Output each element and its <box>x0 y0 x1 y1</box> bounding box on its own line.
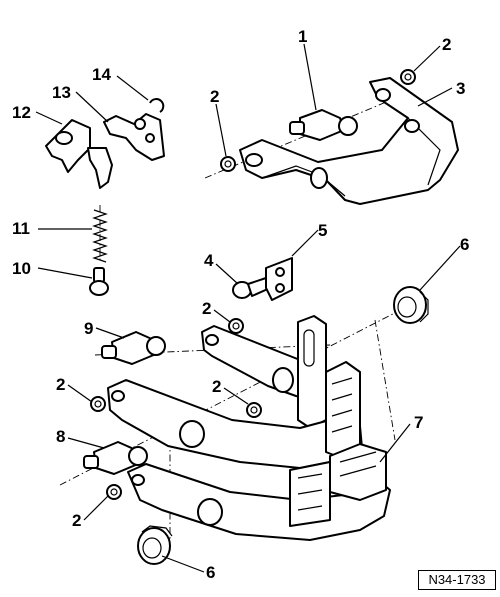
rubber-mount-upper <box>393 286 429 324</box>
callout-2-top-right: 2 <box>442 35 451 54</box>
washer-top-left <box>220 156 236 172</box>
callout-13: 13 <box>52 83 71 102</box>
compression-spring <box>92 209 108 263</box>
callout-5: 5 <box>318 221 327 240</box>
callout-4: 4 <box>204 251 214 270</box>
callout-2-left-low: 2 <box>72 511 81 530</box>
locking-lever <box>45 119 113 189</box>
washer-mid-upper <box>228 318 244 334</box>
washer-mid-lower <box>246 402 262 418</box>
washer-left-mid <box>90 396 106 412</box>
figure-reference-code: N34-1733 <box>418 570 496 590</box>
hex-bolt <box>232 277 271 299</box>
callout-2-top-left: 2 <box>210 87 219 106</box>
callout-leaders <box>35 43 461 573</box>
callout-3: 3 <box>456 79 465 98</box>
callout-1: 1 <box>298 27 307 46</box>
main-carrier-assembly <box>107 315 391 541</box>
bump-stop-lower <box>83 441 148 475</box>
callout-11: 11 <box>12 219 30 238</box>
callout-2-mid-lower: 2 <box>212 377 221 396</box>
callout-14: 14 <box>92 65 111 84</box>
callout-10: 10 <box>12 259 31 278</box>
upper-mount-bracket <box>239 77 459 205</box>
callout-7: 7 <box>414 413 423 432</box>
callout-12: 12 <box>12 103 31 122</box>
pivot-pin <box>89 267 109 296</box>
callout-2-left-mid: 2 <box>56 375 65 394</box>
bump-stop-mid <box>101 331 166 365</box>
callout-6-lower: 6 <box>206 563 215 582</box>
mounting-plate <box>265 257 293 301</box>
washer-left-low <box>106 484 122 500</box>
retaining-clip <box>149 98 165 113</box>
bump-stop-top <box>289 109 358 141</box>
callout-8: 8 <box>56 427 65 446</box>
callout-2-mid-upper: 2 <box>202 299 211 318</box>
rubber-mount-lower <box>137 525 173 565</box>
lever-bracket <box>103 113 165 161</box>
washer-top-right <box>400 69 416 85</box>
callout-9: 9 <box>84 319 93 338</box>
callout-labels: 1 2 2 3 14 13 12 11 10 4 5 6 2 9 2 2 7 8… <box>12 27 469 582</box>
callout-6-upper: 6 <box>460 235 469 254</box>
